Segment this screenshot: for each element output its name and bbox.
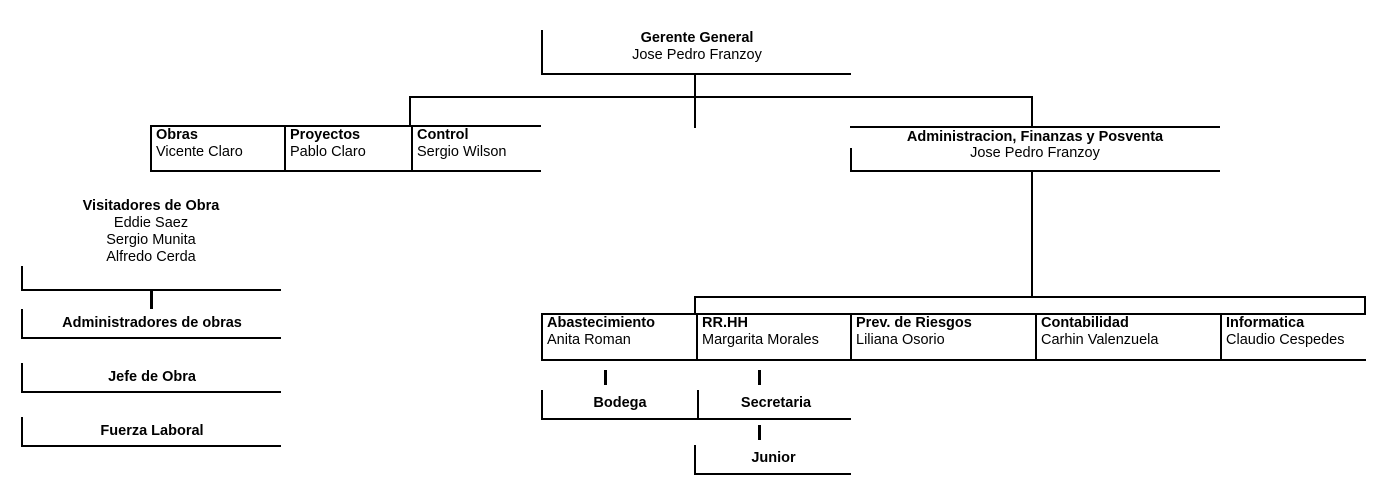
department-cell-contabilidad-person: Carhin Valenzuela bbox=[1041, 332, 1159, 349]
operations-cell-proyectos-title: Proyectos bbox=[290, 127, 361, 143]
connector-gg-split-left-drop bbox=[409, 96, 411, 126]
connector-visitadores-to-administradores bbox=[150, 291, 153, 309]
operations-cell-obras: Obras Vicente Claro bbox=[152, 127, 284, 170]
node-visitadores-de-obra-left-edge bbox=[21, 266, 23, 291]
connector-departments-bar-left-drop bbox=[694, 296, 696, 313]
operations-row: Obras Vicente Claro Proyectos Pablo Clar… bbox=[150, 125, 541, 172]
support-cell-bodega-title: Bodega bbox=[593, 395, 647, 411]
support-cell-bodega: Bodega bbox=[543, 390, 697, 418]
connector-abastecimiento-to-bodega bbox=[604, 370, 607, 385]
node-gerente-general-person: Jose Pedro Franzoy bbox=[632, 47, 762, 64]
node-visitadores-de-obra-person-1: Eddie Saez bbox=[113, 215, 189, 232]
connector-rrhh-to-secretaria bbox=[758, 370, 761, 385]
connector-gg-drop bbox=[694, 73, 696, 128]
support-cell-secretaria: Secretaria bbox=[697, 390, 853, 418]
node-gerente-general-title: Gerente General bbox=[640, 30, 754, 46]
connector-secretaria-to-junior bbox=[758, 425, 761, 440]
department-cell-contabilidad-title: Contabilidad bbox=[1041, 315, 1129, 331]
connector-gg-split-bar bbox=[409, 96, 1033, 98]
operations-cell-obras-title: Obras bbox=[156, 127, 198, 143]
department-cell-rrhh: RR.HH Margarita Morales bbox=[696, 315, 850, 359]
node-jefe-de-obra-title: Jefe de Obra bbox=[108, 369, 196, 385]
connector-admin-drop bbox=[1031, 172, 1033, 296]
node-fuerza-laboral: Fuerza Laboral bbox=[21, 417, 281, 447]
node-administradores-de-obras-title: Administradores de obras bbox=[62, 315, 242, 331]
connector-gg-split-right-drop bbox=[1031, 96, 1033, 126]
node-visitadores-de-obra-person-3: Alfredo Cerda bbox=[106, 249, 196, 266]
node-jefe-de-obra: Jefe de Obra bbox=[21, 363, 281, 393]
operations-cell-control: Control Sergio Wilson bbox=[411, 127, 543, 170]
node-administracion-title: Administracion, Finanzas y Posventa bbox=[906, 129, 1164, 145]
node-administradores-de-obras: Administradores de obras bbox=[21, 309, 281, 339]
connector-departments-bar bbox=[694, 296, 1366, 298]
department-cell-prev-de-riesgos: Prev. de Riesgos Liliana Osorio bbox=[850, 315, 1035, 359]
support-cell-secretaria-title: Secretaria bbox=[740, 395, 812, 411]
operations-cell-control-person: Sergio Wilson bbox=[417, 144, 507, 161]
department-cell-informatica-person: Claudio Cespedes bbox=[1226, 332, 1345, 349]
department-cell-abastecimiento-person: Anita Roman bbox=[547, 332, 631, 349]
departments-row: Abastecimiento Anita Roman RR.HH Margari… bbox=[541, 313, 1366, 361]
department-cell-informatica: Informatica Claudio Cespedes bbox=[1220, 315, 1368, 359]
operations-cell-proyectos: Proyectos Pablo Claro bbox=[284, 127, 411, 170]
node-gerente-general: Gerente General Jose Pedro Franzoy bbox=[541, 30, 851, 75]
node-junior-title: Junior bbox=[751, 450, 796, 466]
operations-cell-obras-person: Vicente Claro bbox=[156, 144, 243, 161]
node-visitadores-de-obra: Visitadores de Obra Eddie Saez Sergio Mu… bbox=[21, 198, 281, 291]
department-cell-rrhh-person: Margarita Morales bbox=[702, 332, 819, 349]
node-visitadores-de-obra-person-2: Sergio Munita bbox=[106, 232, 196, 249]
node-junior: Junior bbox=[694, 445, 851, 475]
department-cell-abastecimiento-title: Abastecimiento bbox=[547, 315, 655, 331]
department-cell-informatica-title: Informatica bbox=[1226, 315, 1305, 331]
operations-cell-control-title: Control bbox=[417, 127, 469, 143]
connector-departments-bar-right-drop bbox=[1364, 296, 1366, 313]
department-cell-contabilidad: Contabilidad Carhin Valenzuela bbox=[1035, 315, 1220, 359]
department-cell-prev-de-riesgos-title: Prev. de Riesgos bbox=[856, 315, 972, 331]
operations-cell-proyectos-person: Pablo Claro bbox=[290, 144, 366, 161]
node-administracion: Administracion, Finanzas y Posventa Jose… bbox=[850, 126, 1220, 172]
department-cell-rrhh-title: RR.HH bbox=[702, 315, 748, 331]
department-cell-prev-de-riesgos-person: Liliana Osorio bbox=[856, 332, 945, 349]
node-administracion-left-edge bbox=[850, 148, 852, 172]
department-cell-abastecimiento: Abastecimiento Anita Roman bbox=[543, 315, 696, 359]
support-row: Bodega Secretaria bbox=[541, 390, 851, 420]
node-administracion-person: Jose Pedro Franzoy bbox=[970, 145, 1100, 161]
node-visitadores-de-obra-title: Visitadores de Obra bbox=[82, 198, 220, 214]
node-fuerza-laboral-title: Fuerza Laboral bbox=[100, 423, 204, 439]
